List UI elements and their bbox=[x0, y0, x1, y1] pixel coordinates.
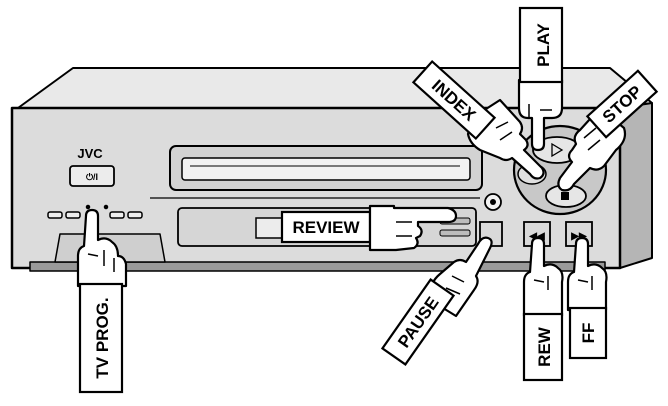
stop-symbol bbox=[561, 192, 569, 200]
play-label: PLAY bbox=[534, 22, 553, 66]
review-hand bbox=[368, 204, 458, 252]
play-symbol bbox=[551, 142, 564, 158]
ff-hand bbox=[566, 236, 608, 312]
play-hand bbox=[517, 78, 564, 152]
power-button[interactable] bbox=[69, 165, 115, 187]
power-area: JVC ⏻/I bbox=[69, 146, 115, 187]
cassette-slot bbox=[169, 145, 483, 191]
stop-label-box bbox=[585, 69, 659, 139]
prog-button-3[interactable] bbox=[109, 211, 125, 219]
prog-indicator-1 bbox=[85, 204, 91, 210]
pause-label-group: PAUSE bbox=[380, 278, 456, 366]
tv-prog-label: TV PROG. bbox=[93, 297, 112, 378]
prog-button-4[interactable] bbox=[127, 211, 143, 219]
review-label-box bbox=[280, 210, 372, 244]
power-button-symbol: ⏻/I bbox=[86, 172, 98, 182]
pause-label-box bbox=[380, 278, 456, 366]
review-label: REVIEW bbox=[292, 218, 360, 237]
ff-label-box bbox=[568, 306, 608, 360]
vcr-bottom-rail bbox=[29, 261, 606, 272]
rew-hand bbox=[522, 236, 564, 318]
brand-logo: JVC bbox=[77, 146, 103, 161]
rew-label: REW bbox=[535, 326, 554, 367]
prog-indicator-2 bbox=[103, 204, 109, 210]
tv-prog-hand bbox=[76, 208, 128, 288]
eject-slit-2 bbox=[439, 229, 471, 237]
tv-prog-label-box bbox=[78, 282, 124, 394]
ff-label: FF bbox=[579, 323, 598, 344]
prog-button-1[interactable] bbox=[47, 211, 63, 219]
record-indicator bbox=[484, 193, 502, 211]
prog-button-2[interactable] bbox=[65, 211, 81, 219]
rew-symbol: ◀◀ bbox=[528, 231, 545, 242]
ff-symbol: ▶▶ bbox=[570, 231, 588, 242]
index-label-box bbox=[411, 59, 497, 141]
tv-prog-buttons bbox=[47, 204, 143, 219]
rew-label-box bbox=[522, 312, 564, 382]
play-label-box bbox=[518, 6, 564, 84]
